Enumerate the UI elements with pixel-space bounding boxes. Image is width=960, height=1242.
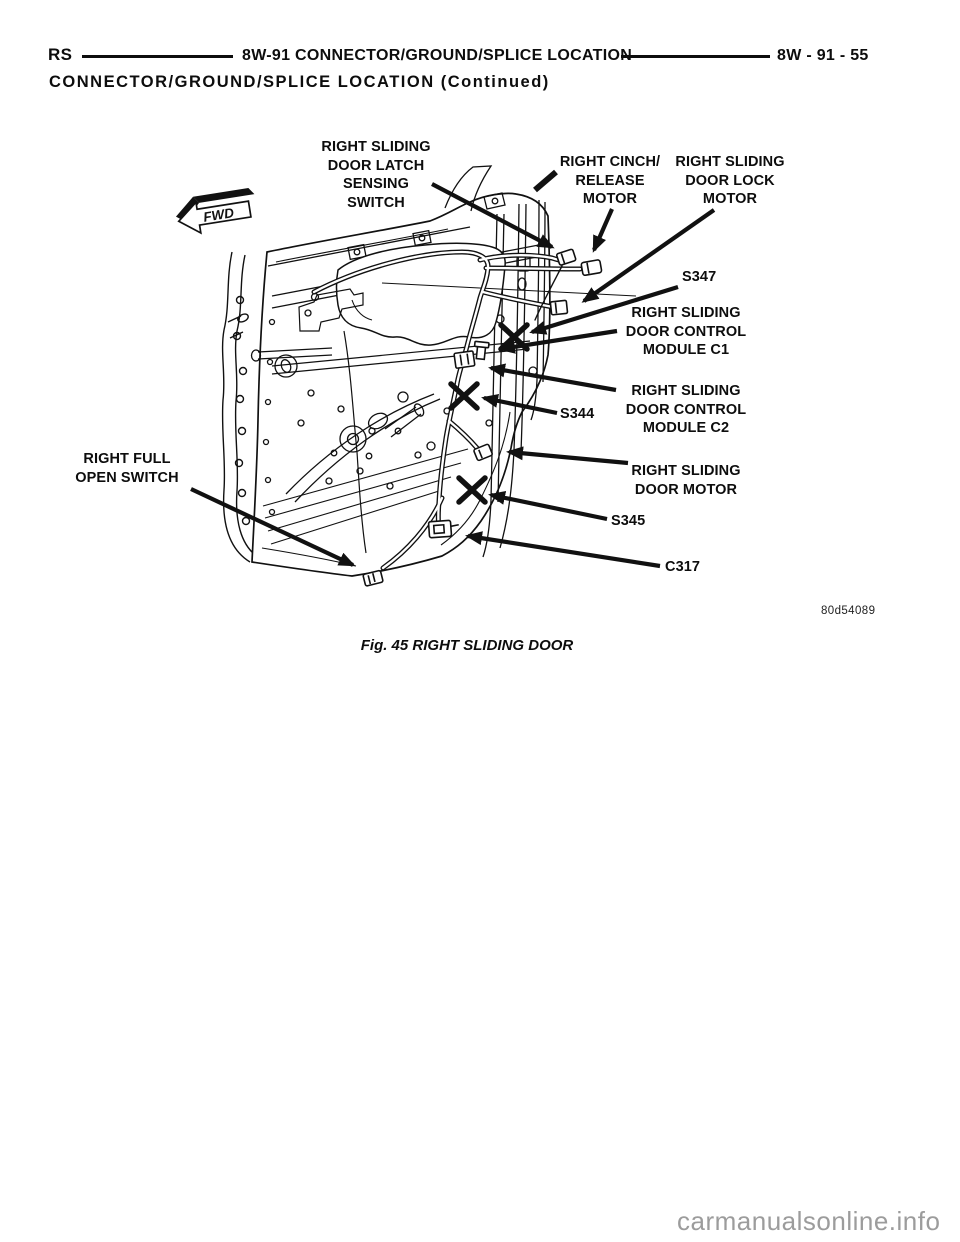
leader-module-c2 <box>488 363 617 393</box>
module-c2-connector <box>453 350 476 369</box>
figure-image-id: 80d54089 <box>821 605 876 617</box>
leader-s345 <box>488 490 608 522</box>
callout-s344: S344 <box>560 406 595 422</box>
header-rule-right <box>621 55 770 58</box>
figure-caption: Fig. 45 RIGHT SLIDING DOOR <box>360 637 574 654</box>
callout-s345: S345 <box>611 513 646 529</box>
header-section-title: 8W-91 CONNECTOR/GROUND/SPLICE LOCATION <box>242 47 633 64</box>
callout-door-motor: RIGHT SLIDING DOOR MOTOR <box>631 463 741 498</box>
leader-s347 <box>529 284 679 335</box>
leader-c317 <box>465 531 661 569</box>
right-sliding-door-figure: FWD <box>175 165 716 587</box>
callout-module-c2: RIGHT SLIDING DOOR CONTROL MODULE C2 <box>625 383 747 436</box>
connectors <box>362 248 603 587</box>
c317-connector <box>427 519 459 539</box>
leader-lock-motor <box>581 208 716 303</box>
header-subtitle: CONNECTOR/GROUND/SPLICE LOCATION (Contin… <box>49 73 550 91</box>
header-page-number: 8W - 91 - 55 <box>777 47 869 64</box>
door-motor-connector <box>473 443 493 462</box>
splice-x-s344 <box>448 381 480 411</box>
full-open-switch-connector <box>362 569 384 587</box>
callout-module-c1: RIGHT SLIDING DOOR CONTROL MODULE C1 <box>625 305 747 358</box>
leader-arrows <box>190 182 716 569</box>
callout-c317: C317 <box>665 559 701 575</box>
splice-x-s345 <box>456 475 488 505</box>
leader-module-c1 <box>498 328 618 354</box>
callout-latch-sensing-switch: RIGHT SLIDING DOOR LATCH SENSING SWITCH <box>321 139 431 211</box>
callout-full-open-switch: RIGHT FULL OPEN SWITCH <box>75 451 179 486</box>
header-model-code: RS <box>48 45 73 64</box>
watermark: carmanualsonline.info <box>677 1206 941 1236</box>
callout-cinch-release-motor: RIGHT CINCH/ RELEASE MOTOR <box>559 154 661 207</box>
header-rule-left <box>82 55 233 58</box>
leader-door-motor <box>506 446 629 466</box>
leader-s344 <box>481 393 558 416</box>
latch-switch-connector <box>555 248 577 266</box>
leader-latch-switch <box>431 182 555 249</box>
callout-door-lock-motor: RIGHT SLIDING DOOR LOCK MOTOR <box>675 154 785 207</box>
leader-full-open <box>190 487 356 567</box>
callout-s347: S347 <box>682 269 717 285</box>
body-edge <box>221 251 259 563</box>
fwd-arrow-icon: FWD <box>175 187 255 235</box>
leader-cinch-motor <box>592 208 614 253</box>
module-c1-bolt <box>473 340 490 361</box>
lock-motor-connector <box>549 299 569 316</box>
svg-text:FWD: FWD <box>202 205 235 225</box>
cinch-motor-connector <box>580 259 603 277</box>
